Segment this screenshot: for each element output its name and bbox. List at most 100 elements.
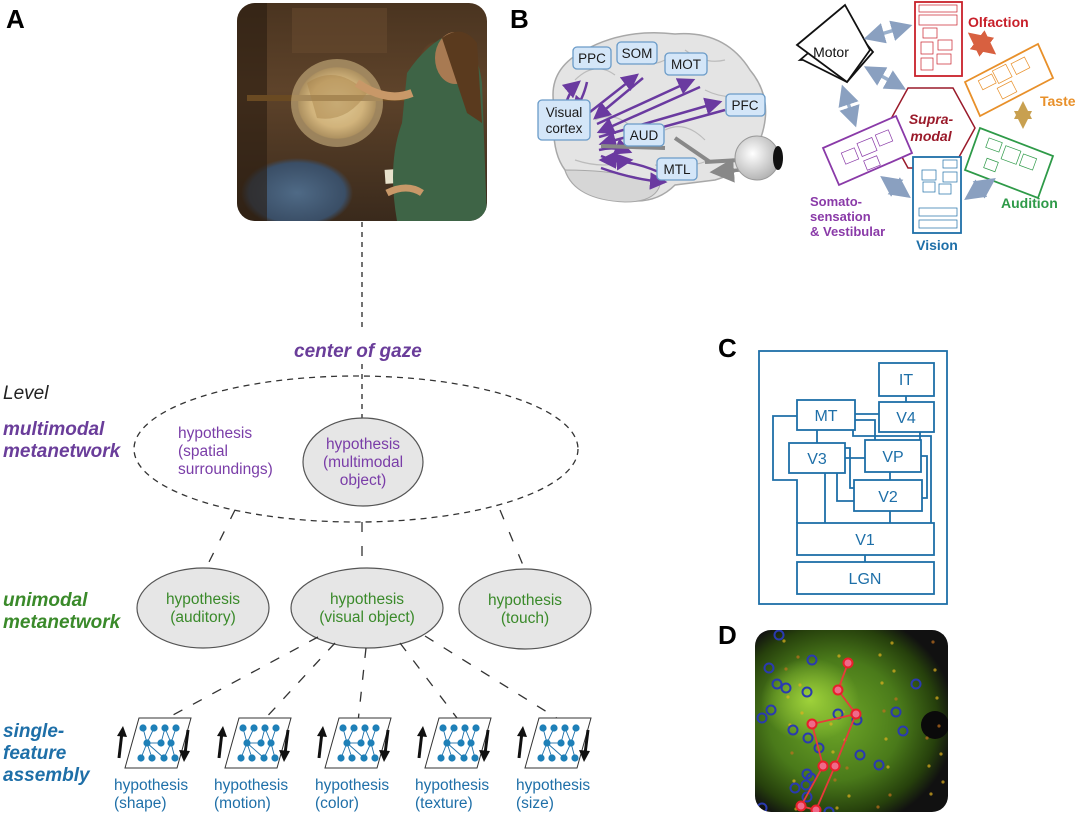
panel-label-a: A [6, 4, 25, 34]
neuron-node [171, 754, 179, 762]
neuron-node [343, 739, 351, 747]
feature-assembly-icon [517, 717, 592, 769]
taste-label: Taste [1040, 93, 1076, 109]
connection-arrows [561, 73, 726, 190]
neuron-node [139, 724, 147, 732]
neuron-node [348, 754, 356, 762]
area-ppc-box [572, 46, 612, 70]
area-som-box [616, 41, 658, 65]
assembly-neuron-marker [810, 804, 822, 812]
neuron-node [160, 754, 168, 762]
neuron-marker [765, 704, 777, 716]
neuron-node [571, 754, 579, 762]
neuron-marker [789, 782, 801, 794]
audition-label: Audition [1001, 195, 1058, 211]
neuron-node [267, 739, 275, 747]
area-som: SOM [622, 46, 653, 61]
level-unimodal-label: unimodal metanetwork [3, 590, 121, 633]
hypothesis-multimodal-object: hypothesis (multimodal object) [322, 436, 404, 489]
neuron-marker [780, 682, 792, 694]
neuron-node [157, 739, 165, 747]
neuron-node [350, 724, 358, 732]
neuron-node [443, 739, 451, 747]
astronomer-painting [237, 3, 487, 221]
area-ppc: PPC [578, 51, 606, 66]
auditory-node [136, 567, 270, 649]
arrow-down-icon [483, 729, 490, 755]
assembly-path [799, 662, 858, 812]
vision-network [912, 156, 962, 234]
panel-label-b: B [510, 4, 529, 34]
neuron-node [472, 724, 480, 732]
olfaction-label: Olfaction [968, 14, 1029, 30]
neuron-marker [823, 806, 835, 812]
taste-network [963, 42, 1055, 118]
painting-detail [237, 3, 487, 221]
area-visual: Visual [546, 105, 583, 120]
neuron-node [367, 739, 375, 747]
brain-diagram: PPC SOM MOT PFC Visual cortex AUD MTL [537, 31, 783, 203]
visual-system-frame [758, 350, 948, 605]
arrow-down-icon [383, 729, 390, 755]
arrow-down-icon [183, 729, 190, 755]
arrow-down-icon [283, 729, 290, 755]
assembly-neuron-marker [806, 718, 818, 730]
hypothesis-shape: hypothesis (shape) [114, 777, 189, 812]
area-mot: MOT [671, 57, 701, 72]
area-v2-box [853, 479, 923, 512]
area-aud: AUD [630, 128, 659, 143]
area-mtl: MTL [664, 162, 691, 177]
neuron-node [339, 724, 347, 732]
vision-label: Vision [916, 237, 958, 253]
area-mt: MT [814, 408, 837, 425]
neuron-node [172, 724, 180, 732]
neuron-node [561, 724, 569, 732]
neuron-node [271, 754, 279, 762]
neuron-node [448, 754, 456, 762]
neuron-marker [802, 732, 814, 744]
neuron-marker [806, 654, 818, 666]
area-mt-box [796, 399, 856, 431]
arrow-down-icon [583, 729, 590, 755]
center-of-gaze-label: center of gaze [294, 341, 422, 362]
neuron-node [361, 724, 369, 732]
panel-label-c: C [718, 333, 737, 363]
area-cortex: cortex [546, 121, 583, 136]
multimodal-object-node [302, 417, 424, 507]
neuron-node [137, 754, 145, 762]
neuron-node [261, 724, 269, 732]
neuron-marker [801, 686, 813, 698]
neuron-node [360, 754, 368, 762]
neuron-node [437, 754, 445, 762]
neuron-node [537, 754, 545, 762]
hypothesis-color: hypothesis (color) [315, 777, 390, 812]
neuron-node [272, 724, 280, 732]
neuron-marker [771, 678, 783, 690]
area-mtl-box [656, 157, 698, 181]
neuron-marker [801, 791, 813, 803]
soma-label-2: sensation [810, 209, 871, 224]
hypothesis-auditory: hypothesis (auditory) [165, 591, 241, 626]
modality-network-diagram: Motor Supra- modal Olfaction Taste Audit… [795, 1, 1076, 253]
neuron-marker [773, 630, 785, 641]
assembly-neuron-marker [832, 684, 844, 696]
neuron-node [567, 739, 575, 747]
neuron-node [543, 739, 551, 747]
area-visual-cortex-box [537, 99, 591, 141]
neuron-markers [755, 630, 948, 812]
assembly-neuron-marker [842, 657, 854, 669]
neuron-node [260, 754, 268, 762]
area-it: IT [899, 372, 913, 389]
neuron-node [239, 724, 247, 732]
area-v2: V2 [878, 489, 898, 506]
somatosensation-network [821, 114, 914, 187]
panel-label-d: D [718, 620, 737, 650]
neuron-node [371, 754, 379, 762]
area-vp: VP [882, 449, 903, 466]
neuron-node [450, 724, 458, 732]
visual-hierarchy-diagram: IT V4 MT V3 VP V2 V1 LGN [758, 350, 948, 605]
neuron-node [337, 754, 345, 762]
audition-network [963, 126, 1055, 200]
neuron-marker [890, 706, 902, 718]
assembly-neuron-marker [850, 708, 862, 720]
